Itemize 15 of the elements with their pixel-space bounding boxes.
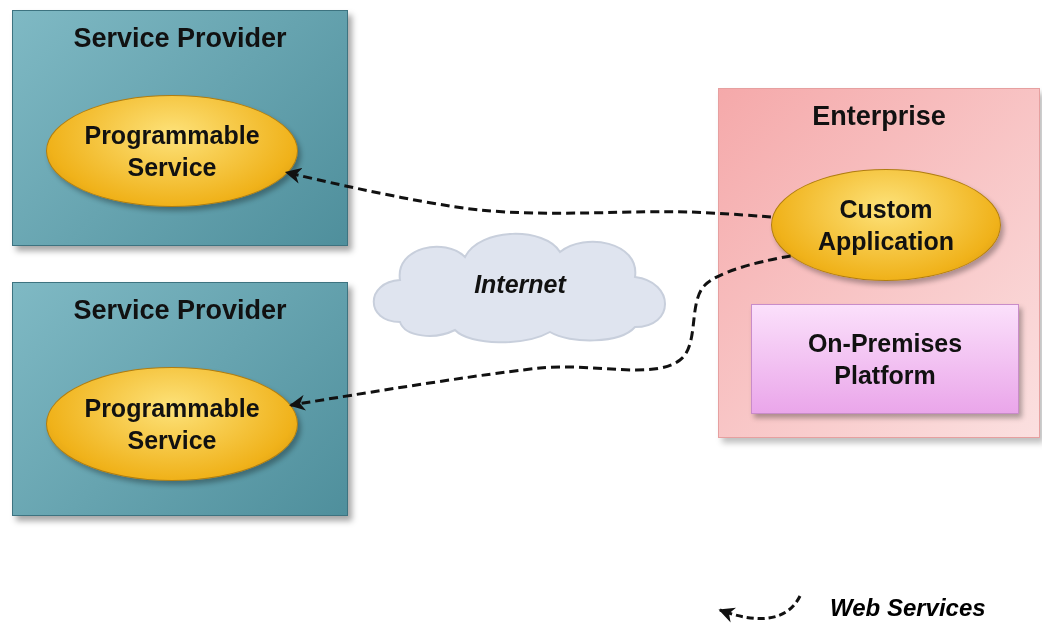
platform-box [751, 304, 1019, 414]
box-heading: Enterprise [811, 101, 947, 132]
provider-box [12, 282, 348, 516]
box-heading: Service Provider [72, 295, 288, 326]
node-label: Internet [473, 269, 568, 299]
provider-box [12, 10, 348, 246]
dashed-arrow [289, 254, 791, 411]
node-label: Custom Application [816, 193, 956, 257]
node-label: On-Premises Platform [806, 327, 964, 391]
dashed-arrow [284, 168, 772, 219]
legend-label: Web Services [830, 594, 986, 622]
node-label: Programmable Service [83, 119, 261, 183]
node-label: Programmable Service [83, 392, 261, 456]
box-heading: Service Provider [72, 23, 288, 54]
enterprise-box [718, 88, 1040, 438]
